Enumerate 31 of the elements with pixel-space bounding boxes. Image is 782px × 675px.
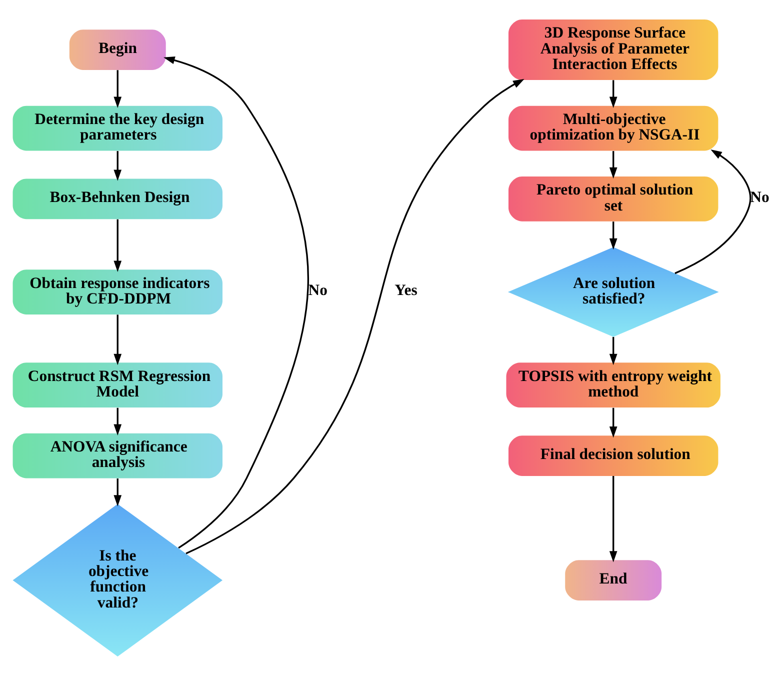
node-box: Begin xyxy=(69,29,166,70)
node-box: Box-Behnken Design xyxy=(12,178,222,219)
arrow xyxy=(186,78,524,554)
arrow xyxy=(114,314,122,365)
node-box: TOPSIS with entropy weight method xyxy=(506,362,720,408)
node-box: Obtain response indicators by CFD-DDPM xyxy=(12,269,222,314)
node-box: ANOVA significance analysis xyxy=(12,432,222,478)
node-box: Final decision solution xyxy=(508,435,718,476)
arrow xyxy=(674,149,752,274)
edge-label: Yes xyxy=(394,282,418,299)
arrow xyxy=(114,150,122,180)
arrow xyxy=(114,407,122,435)
arrow xyxy=(609,150,618,178)
arrow xyxy=(609,221,618,250)
arrow xyxy=(609,336,618,365)
node-box: 3D Response Surface Analysis of Parameter Interaction Effects xyxy=(508,18,718,80)
arrow xyxy=(114,218,122,272)
node-box: End xyxy=(565,560,662,600)
arrow xyxy=(609,80,618,108)
node-box: Construct RSM Regression Model xyxy=(12,362,222,408)
arrow xyxy=(164,56,309,548)
edge-label: No xyxy=(308,282,328,299)
arrow xyxy=(609,475,618,562)
node-box: Determine the key design parameters xyxy=(12,105,222,150)
arrow xyxy=(114,478,122,506)
node-diamond: Is the objective function valid? xyxy=(12,503,222,656)
arrow xyxy=(609,407,618,438)
node-diamond: Are solution satisfied? xyxy=(508,246,719,336)
arrow xyxy=(114,70,122,108)
node-box: Pareto optimal solution set xyxy=(508,176,718,221)
node-box: Multi-objective optimization by NSGA-II xyxy=(508,105,718,150)
